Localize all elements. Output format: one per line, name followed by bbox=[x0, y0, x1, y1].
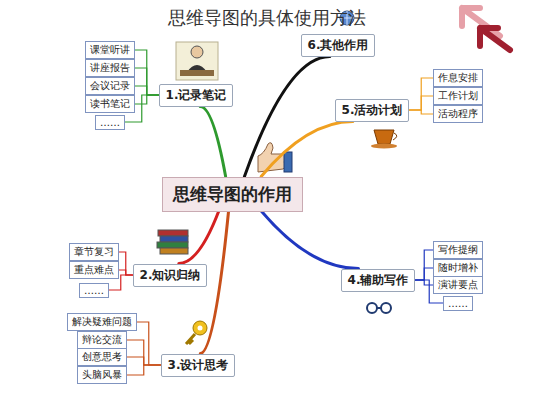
center-box: 思维导图的作用 bbox=[162, 177, 303, 212]
leaf-box: 工作计划 bbox=[433, 87, 483, 105]
branch-connector bbox=[135, 50, 159, 95]
leaf-box: 解决疑难问题 bbox=[67, 313, 137, 331]
leaf-box: 会议记录 bbox=[85, 77, 135, 95]
leaf-box: …… bbox=[79, 283, 109, 298]
books-icon bbox=[157, 230, 188, 254]
leaf-label: 重点难点 bbox=[74, 263, 114, 277]
branch-box: 4.辅助写作 bbox=[341, 269, 416, 292]
branch-connector bbox=[119, 252, 133, 275]
hand-icon bbox=[258, 143, 292, 172]
leaf-box: 读书笔记 bbox=[85, 95, 135, 113]
leaf-label: 演讲要点 bbox=[438, 278, 478, 292]
leaf-label: 解决疑难问题 bbox=[72, 315, 132, 329]
diagram-title: 思维导图的具体使用方法 bbox=[0, 6, 533, 30]
branch-label: 5.活动计划 bbox=[342, 102, 403, 119]
branch-connector bbox=[409, 78, 433, 110]
glasses-icon bbox=[367, 303, 391, 313]
branch-label: 6.其他作用 bbox=[308, 37, 369, 54]
branch-box: 2.知识归纳 bbox=[133, 264, 208, 287]
leaf-label: 会议记录 bbox=[90, 79, 130, 93]
key-icon bbox=[186, 321, 207, 344]
branch-connector bbox=[415, 280, 433, 285]
branch-label: 3.设计思考 bbox=[168, 357, 229, 374]
leaf-label: 讲座报告 bbox=[90, 61, 130, 75]
branch-connector bbox=[200, 107, 225, 177]
branch-connector bbox=[409, 96, 433, 110]
leaf-box: 作息安排 bbox=[433, 69, 483, 87]
leaf-label: 读书笔记 bbox=[90, 97, 130, 111]
branch-connector bbox=[127, 365, 161, 375]
leaf-label: 课堂听讲 bbox=[90, 43, 130, 57]
leaf-box: 讲座报告 bbox=[85, 59, 135, 77]
branch-connector bbox=[135, 86, 159, 95]
leaf-box: 课堂听讲 bbox=[85, 41, 135, 59]
leaf-box: 写作提纲 bbox=[433, 241, 483, 259]
leaf-box: …… bbox=[443, 296, 473, 311]
branch-connector bbox=[409, 110, 433, 114]
branch-box: 1.记录笔记 bbox=[159, 84, 234, 107]
leaf-box: 辩论交流 bbox=[77, 331, 127, 349]
leaf-box: 活动程序 bbox=[433, 105, 483, 123]
branch-connector bbox=[415, 250, 433, 280]
leaf-label: 头脑风暴 bbox=[82, 368, 122, 382]
leaf-box: 章节复习 bbox=[69, 243, 119, 261]
branch-connector bbox=[127, 357, 161, 365]
center-label: 思维导图的作用 bbox=[173, 183, 292, 206]
branch-connector bbox=[135, 68, 159, 95]
leaf-label: 辩论交流 bbox=[82, 333, 122, 347]
leaf-box: 头脑风暴 bbox=[77, 366, 127, 384]
leaf-label: …… bbox=[448, 298, 468, 309]
branch-box: 6.其他作用 bbox=[301, 34, 376, 57]
leaf-label: 作息安排 bbox=[438, 71, 478, 85]
branch-box: 5.活动计划 bbox=[335, 99, 410, 122]
branch-connector bbox=[137, 322, 161, 365]
leaf-label: 写作提纲 bbox=[438, 243, 478, 257]
branch-connector bbox=[415, 268, 433, 280]
leaf-box: 随时增补 bbox=[433, 259, 483, 277]
branch-connector bbox=[179, 212, 219, 264]
leaf-label: 活动程序 bbox=[438, 107, 478, 121]
branch-label: 2.知识归纳 bbox=[140, 267, 201, 284]
leaf-label: …… bbox=[100, 117, 120, 128]
branch-connector bbox=[244, 57, 329, 177]
leaf-box: 创意思考 bbox=[77, 348, 127, 366]
leaf-box: 重点难点 bbox=[69, 261, 119, 279]
branch-connector bbox=[262, 212, 359, 269]
leaf-box: …… bbox=[95, 115, 125, 130]
branch-connector bbox=[135, 95, 159, 104]
leaf-label: …… bbox=[84, 285, 104, 296]
leaf-label: 创意思考 bbox=[82, 350, 122, 364]
teacher-icon bbox=[176, 42, 218, 80]
branch-connector bbox=[261, 122, 353, 177]
leaf-label: 章节复习 bbox=[74, 245, 114, 259]
branch-connector bbox=[119, 270, 133, 275]
branch-box: 3.设计思考 bbox=[161, 354, 236, 377]
branch-label: 4.辅助写作 bbox=[348, 272, 409, 289]
branch-label: 1.记录笔记 bbox=[166, 87, 227, 104]
branch-connector bbox=[127, 340, 161, 365]
teacup-icon bbox=[371, 130, 397, 149]
corner-arrows bbox=[462, 8, 510, 50]
leaf-label: 随时增补 bbox=[438, 261, 478, 275]
leaf-box: 演讲要点 bbox=[433, 276, 483, 294]
leaf-label: 工作计划 bbox=[438, 89, 478, 103]
